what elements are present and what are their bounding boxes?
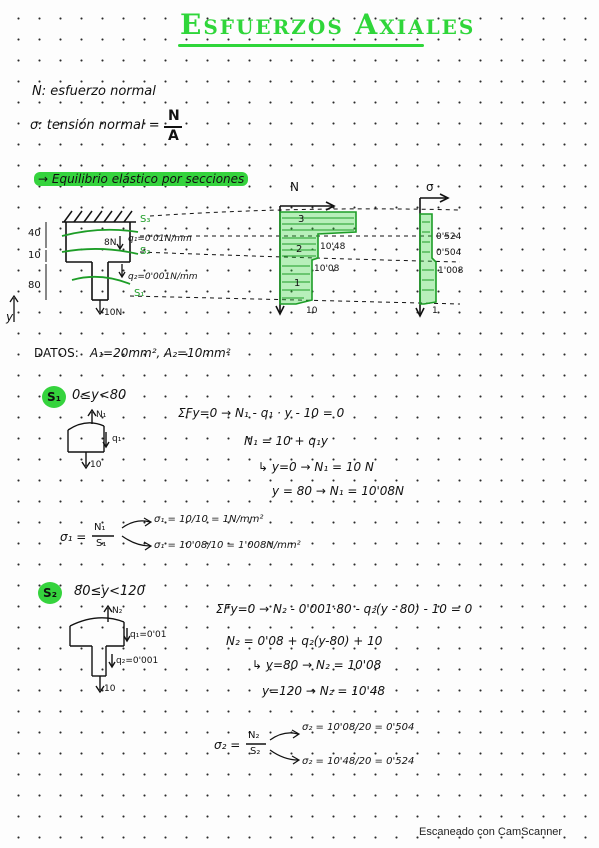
region-3-label: 3 [298, 214, 305, 225]
s1-load: 10 [90, 460, 102, 470]
y-axis-label: y [6, 310, 14, 324]
sigma-diagram-fill [419, 213, 437, 305]
q1-label: q₁=0'01N/mm [128, 234, 192, 244]
datos-a2: A₂=10mm² [164, 346, 231, 360]
dash-top [149, 208, 461, 217]
load-8n: 8N [104, 238, 117, 248]
n-diagram-fill [279, 211, 357, 305]
section-heading-highlight: → Equilibrio elástico por secciones [34, 172, 249, 186]
s1-sigma-denominator: S₁ [96, 538, 107, 549]
sigma-definition: σ: tensión normal = [30, 118, 160, 133]
s1-equation-3: ↳ y=0 → N₁ = 10 N [258, 460, 374, 474]
dim-10: 10 [28, 250, 41, 261]
s2-result-1: σ₂ = 10'08/20 = 0'504 [302, 722, 415, 733]
region-1-label: 1 [294, 278, 301, 289]
n-diagram-hatch [282, 217, 354, 299]
s1-sigma-lhs: σ₁ = [60, 530, 87, 544]
s2-result-2: σ₂ = 10'48/20 = 0'524 [302, 756, 415, 767]
s2-tag: S₂ [38, 582, 62, 604]
s1-equation-2: N₁ = 10 + q₁y [244, 434, 328, 448]
s1-equation-1: ΣFy=0 → N₁ - q₁ · y - 10 = 0 [178, 406, 345, 420]
cut-s1 [71, 275, 131, 285]
cut-s2 [61, 248, 139, 255]
n-value-bottom: 10 [306, 306, 318, 316]
n-axis-label: N [290, 180, 299, 194]
s1-n-label: N₁ [96, 410, 107, 420]
s2-q-top: q₁=0'01 [130, 630, 167, 640]
s2-equation-3: ↳ y=80 → N₂ = 10'08 [252, 658, 382, 672]
sigma-def-fraction-bar [164, 126, 182, 128]
s2-sigma-lhs: σ₂ = [214, 738, 241, 752]
page-title: Esfuerzos Axiales [180, 8, 476, 41]
s2-range: 80≤y<120 [74, 584, 145, 599]
s1-free-body [67, 408, 110, 470]
sigma-value-1: 0'524 [436, 232, 462, 242]
dim-40: 40 [28, 228, 41, 239]
cut-s3 [61, 228, 139, 237]
s2-q-bottom: q₂=0'001 [116, 656, 159, 666]
s2-equation-1: ΣFy=0 → N₂ - 0'001·80 - q₂(y - 80) - 10 … [216, 602, 473, 616]
region-2-label: 2 [296, 244, 303, 255]
n-definition: N: esfuerzo normal [32, 84, 156, 99]
bar-upper [65, 222, 131, 301]
n-value-mid: 10'08 [314, 264, 340, 274]
sigma-def-denominator: A [168, 128, 179, 144]
s1-result-1: σ₁ = 10/10 = 1N/mm² [154, 514, 264, 525]
s1-label: S₁ [134, 288, 145, 299]
s3-label: S₃ [140, 214, 151, 225]
scanner-watermark: Escaneado con CamScanner [419, 826, 563, 838]
datos-a1: A₁=20mm², [90, 346, 161, 360]
s1-result-2: σ₁ = 10'08/10 = 1'008N/mm² [154, 540, 301, 551]
s2-sigma-denominator: S₂ [250, 746, 261, 757]
s1-sigma-numerator: N₁ [94, 522, 106, 533]
sigma-def-numerator: N [168, 108, 180, 124]
s2-n-label: N₂ [112, 606, 123, 616]
datos-label: DATOS: [34, 346, 79, 360]
ceiling-support [62, 210, 136, 223]
title-underline [178, 44, 424, 47]
s1-tag: S₁ [42, 386, 66, 408]
n-value-top: 10'48 [320, 242, 346, 252]
s2-sigma-numerator: N₂ [248, 730, 260, 741]
dim-80: 80 [28, 280, 41, 291]
s2-equation-2: N₂ = 0'08 + q₂(y-80) + 10 [226, 634, 383, 648]
s1-equation-4: y = 80 → N₁ = 10'08N [272, 484, 405, 498]
sigma-value-2: 0'504 [436, 248, 462, 258]
load-10n: 10N [104, 308, 123, 318]
s2-free-body [69, 604, 131, 694]
s2-equation-4: y=120 → N₂ = 10'48 [262, 684, 386, 698]
q2-label: q₂=0'001N/mm [128, 272, 198, 282]
sigma-value-4: 1 [432, 306, 438, 316]
sigma-value-3: 1'008 [438, 266, 464, 276]
sigma-axis-label: σ [426, 180, 434, 194]
s2-load: 10 [104, 684, 116, 694]
s1-range: 0≤y<80 [72, 388, 127, 403]
s1-q-label: q₁ [112, 434, 122, 444]
s2-label: S₂ [140, 246, 151, 257]
section-heading: → Equilibrio elástico por secciones [34, 172, 249, 186]
